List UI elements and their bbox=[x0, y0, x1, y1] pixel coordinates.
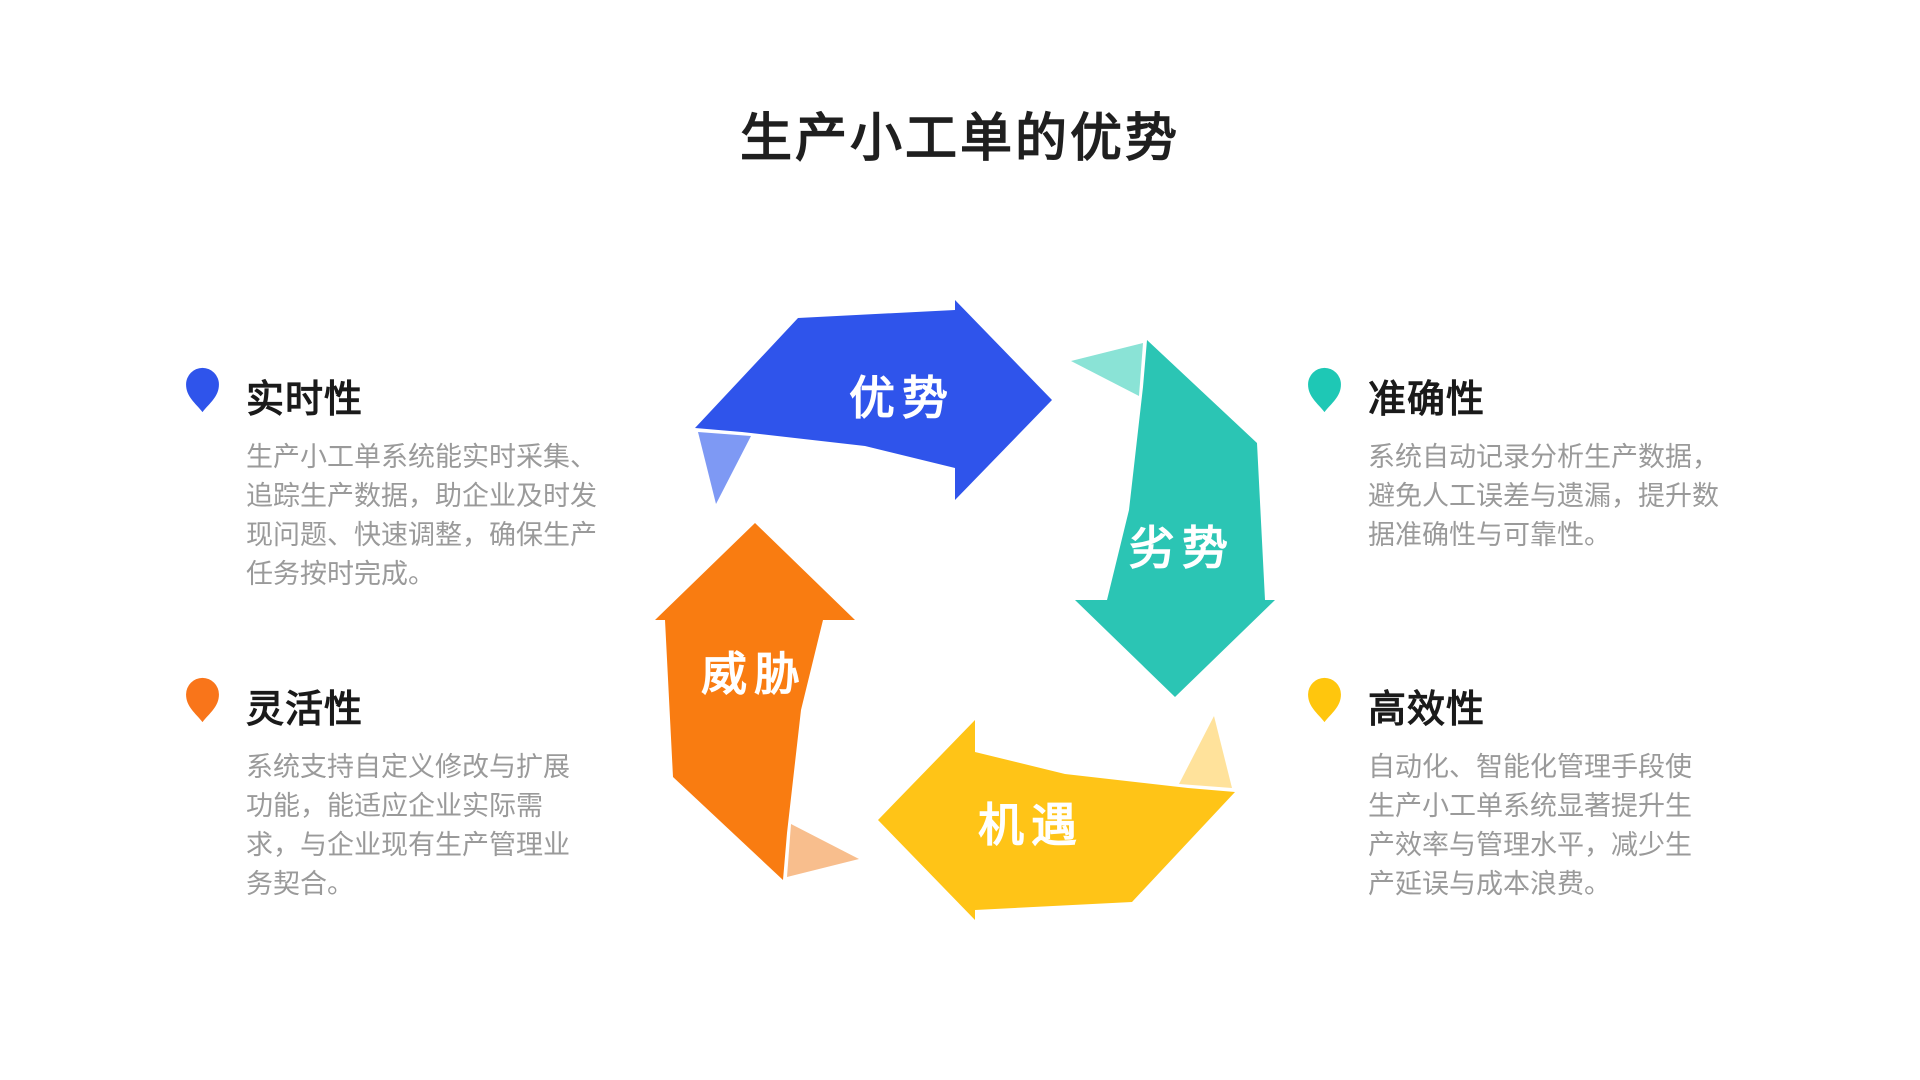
feature-efficiency-heading: 高效性 bbox=[1368, 689, 1486, 731]
feature-flexibility: 灵活性 系统支持自定义修改与扩展 功能，能适应企业实际需 求，与企业现有生产管理… bbox=[184, 676, 644, 916]
feature-efficiency-body: 自动化、智能化管理手段使 生产小工单系统显著提升生 产效率与管理水平，减少生 产… bbox=[1368, 752, 1692, 899]
arrow-strengths bbox=[695, 300, 1052, 504]
arrow-label-weaknesses: 劣势 bbox=[1129, 522, 1235, 574]
arrow-opportunities bbox=[878, 716, 1235, 920]
pin-icon bbox=[1308, 367, 1341, 413]
arrow-strengths-body bbox=[695, 300, 1052, 500]
feature-accuracy-body: 系统自动记录分析生产数据， 避免人工误差与遗漏，提升数 据准确性与可靠性。 bbox=[1368, 442, 1719, 550]
arrow-weaknesses bbox=[1071, 340, 1275, 697]
arrow-opportunities-body bbox=[878, 720, 1235, 920]
pin-icon bbox=[186, 367, 219, 413]
arrow-threats bbox=[655, 523, 859, 880]
arrow-strengths-fold bbox=[698, 432, 751, 504]
pin-icon bbox=[1308, 677, 1341, 723]
feature-realtime-body: 生产小工单系统能实时采集、 追踪生产数据，助企业及时发 现问题、快速调整，确保生… bbox=[246, 442, 597, 589]
feature-flexibility-body: 系统支持自定义修改与扩展 功能，能适应企业实际需 求，与企业现有生产管理业 务契… bbox=[246, 752, 570, 899]
feature-accuracy-heading: 准确性 bbox=[1368, 379, 1486, 421]
swot-cycle-diagram: 优势 劣势 机遇 威胁 bbox=[655, 300, 1275, 920]
feature-accuracy: 准确性 系统自动记录分析生产数据， 避免人工误差与遗漏，提升数 据准确性与可靠性… bbox=[1306, 366, 1766, 606]
arrow-opportunities-fold bbox=[1179, 716, 1232, 788]
arrow-label-strengths: 优势 bbox=[849, 372, 955, 424]
arrow-label-threats: 威胁 bbox=[701, 648, 807, 700]
pin-icon bbox=[186, 677, 219, 723]
arrow-threats-body bbox=[655, 523, 855, 880]
feature-realtime: 实时性 生产小工单系统能实时采集、 追踪生产数据，助企业及时发 现问题、快速调整… bbox=[184, 366, 644, 606]
feature-efficiency: 高效性 自动化、智能化管理手段使 生产小工单系统显著提升生 产效率与管理水平，减… bbox=[1306, 676, 1766, 916]
arrow-weaknesses-fold bbox=[1071, 343, 1143, 396]
arrow-weaknesses-body bbox=[1075, 340, 1275, 697]
arrow-label-opportunities: 机遇 bbox=[978, 799, 1084, 851]
page-title: 生产小工单的优势 bbox=[739, 110, 1180, 168]
arrow-threats-fold bbox=[787, 824, 859, 877]
feature-realtime-heading: 实时性 bbox=[246, 379, 364, 421]
feature-flexibility-heading: 灵活性 bbox=[246, 689, 364, 731]
